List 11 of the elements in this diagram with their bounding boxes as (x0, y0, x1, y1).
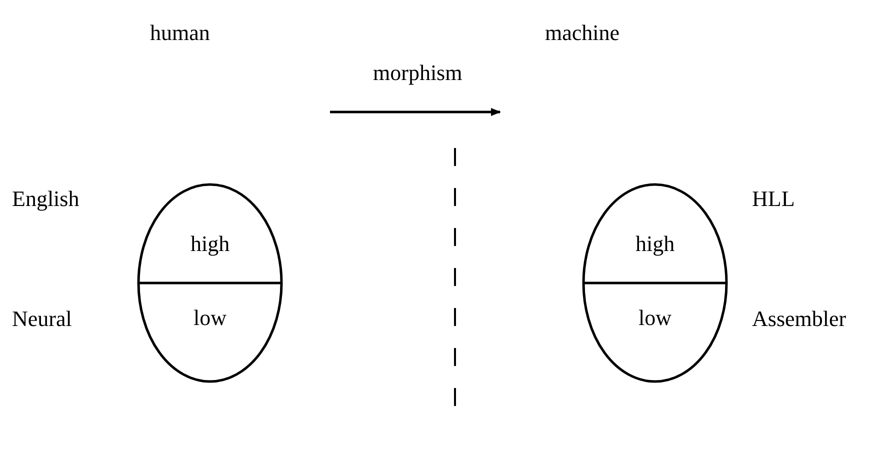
arrow-label: morphism (373, 62, 462, 84)
level-label: high (636, 233, 675, 255)
language-label: HLL (752, 188, 795, 210)
language-label: English (12, 188, 80, 210)
language-label: Assembler (752, 308, 846, 330)
column-heading: human (150, 22, 210, 44)
level-label: low (638, 307, 672, 329)
language-label: Neural (12, 308, 72, 330)
level-label: high (190, 233, 230, 255)
level-label: low (194, 307, 226, 329)
column-heading: machine (545, 22, 620, 44)
